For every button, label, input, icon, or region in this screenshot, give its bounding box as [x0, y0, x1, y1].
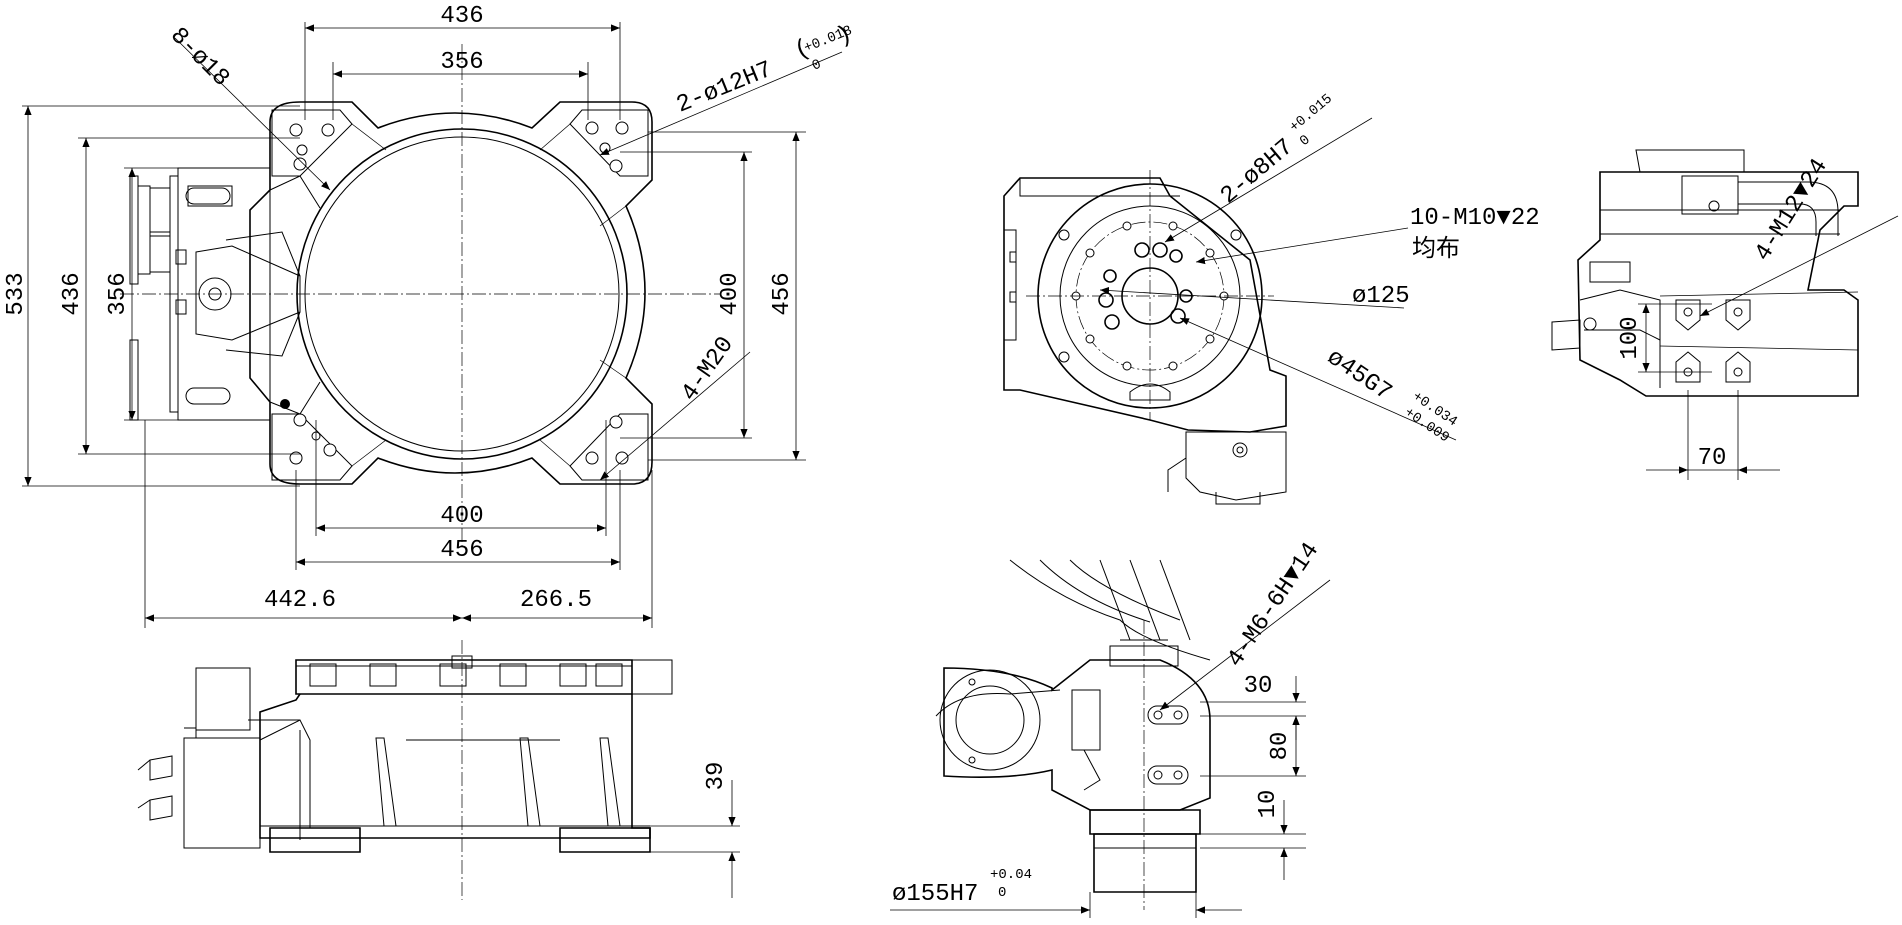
dim-left-outer: 436 [59, 272, 86, 315]
corner-lug-bottom-right [569, 413, 649, 481]
bottom-view: 30 80 10 4-M6-6H▼14 ø155H7 +0.04 0 [890, 538, 1331, 918]
dim-bottom-a: 30 [1244, 673, 1273, 700]
dim-right-inner: 400 [717, 272, 744, 315]
dim-left-inner: 356 [105, 272, 132, 315]
callout-flange-pcd: ø125 [1352, 283, 1410, 310]
corner-lug-bottom-left [271, 413, 353, 481]
flange-view: 2-ø8H7 +0.015 0 10-M10▼22 均布 ø125 ø45G7 … [1003, 91, 1540, 505]
dim-right-horizontal: 70 [1698, 445, 1727, 472]
side-view: 39 [137, 640, 740, 900]
dim-right-vertical: 100 [1617, 316, 1644, 359]
flange-thread-holes [1071, 221, 1229, 371]
dim-top-outer: 436 [440, 3, 483, 30]
tol-bottom-bore-upper: +0.04 [990, 867, 1032, 883]
dim-left-offset: 442.6 [264, 587, 336, 614]
right-view: 100 70 4-M12▼24 [1551, 149, 1899, 480]
tol-bottom-bore-lower: 0 [998, 885, 1006, 901]
base-flange-outline [249, 101, 653, 485]
note-threads-uniform: 均布 [1412, 235, 1460, 264]
callout-8-holes: 8-ø18 [164, 23, 234, 93]
callout-4-threads: 4-M20 [676, 332, 739, 406]
corner-lug-top-left [271, 109, 353, 177]
callout-flange-threads: 10-M10▼22 [1410, 205, 1540, 232]
dim-left-overall: 533 [3, 272, 30, 315]
flange-motor-block [1167, 431, 1287, 505]
bottom-view-slots [1147, 705, 1189, 785]
bottom-arm-circle [939, 669, 1041, 771]
right-view-slots [1675, 299, 1751, 383]
dim-bottom-b: 80 [1267, 732, 1294, 761]
tol-flange-pins-lower: 0 [1297, 132, 1314, 150]
flange-pin-holes [1098, 242, 1193, 330]
dim-top-inner: 356 [440, 49, 483, 76]
callout-bottom-threads: 4-M6-6H▼14 [1222, 538, 1325, 673]
dim-side-height: 39 [703, 762, 730, 791]
plan-view: 436 356 8-ø18 2-ø12H7 +0.018 0 ( ) 533 4… [3, 3, 856, 628]
dim-bottom-c: 10 [1255, 790, 1282, 819]
dim-bottom-inner: 400 [440, 503, 483, 530]
corner-lug-top-right [569, 109, 649, 177]
callout-2-pins: 2-ø12H7 [673, 57, 777, 120]
tol-flange-pins-upper: +0.015 [1287, 91, 1336, 136]
callout-bottom-bore: ø155H7 [892, 881, 978, 908]
dim-right-offset: 266.5 [520, 587, 592, 614]
callout-flange-pins: 2-ø8H7 [1216, 134, 1300, 210]
dim-right-outer: 456 [769, 272, 796, 315]
side-ribs [375, 737, 621, 827]
dim-bottom-outer: 456 [440, 537, 483, 564]
